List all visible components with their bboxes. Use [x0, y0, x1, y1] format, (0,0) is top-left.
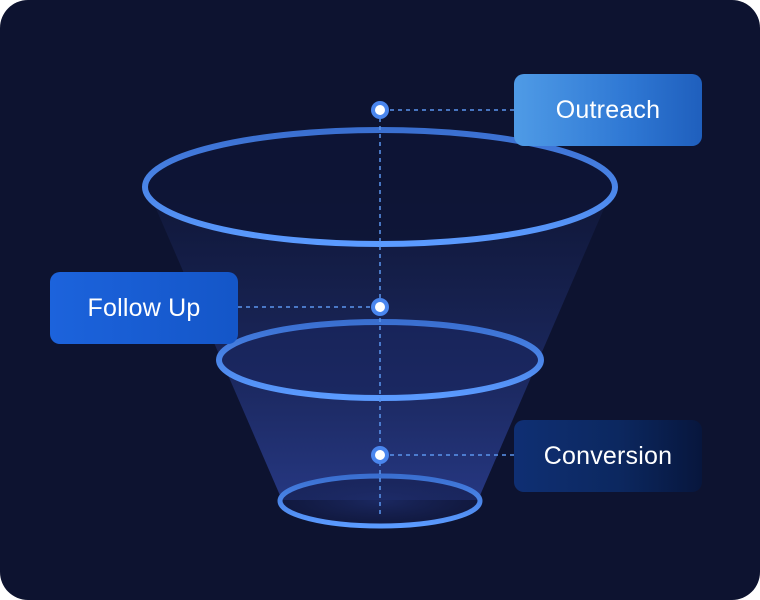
stage-label-follow-up: Follow Up [50, 272, 238, 344]
dot-outreach [371, 101, 389, 119]
stage-label-text: Conversion [543, 441, 673, 470]
funnel-ring-bottom [277, 473, 483, 529]
funnel-ring-top [142, 127, 618, 247]
dot-conversion [371, 446, 389, 464]
stage-label-text: Outreach [555, 95, 661, 124]
stage-label-conversion: Conversion [514, 420, 702, 492]
stage-label-outreach: Outreach [514, 74, 702, 146]
stage-label-text: Follow Up [87, 293, 201, 322]
dot-follow-up [371, 298, 389, 316]
